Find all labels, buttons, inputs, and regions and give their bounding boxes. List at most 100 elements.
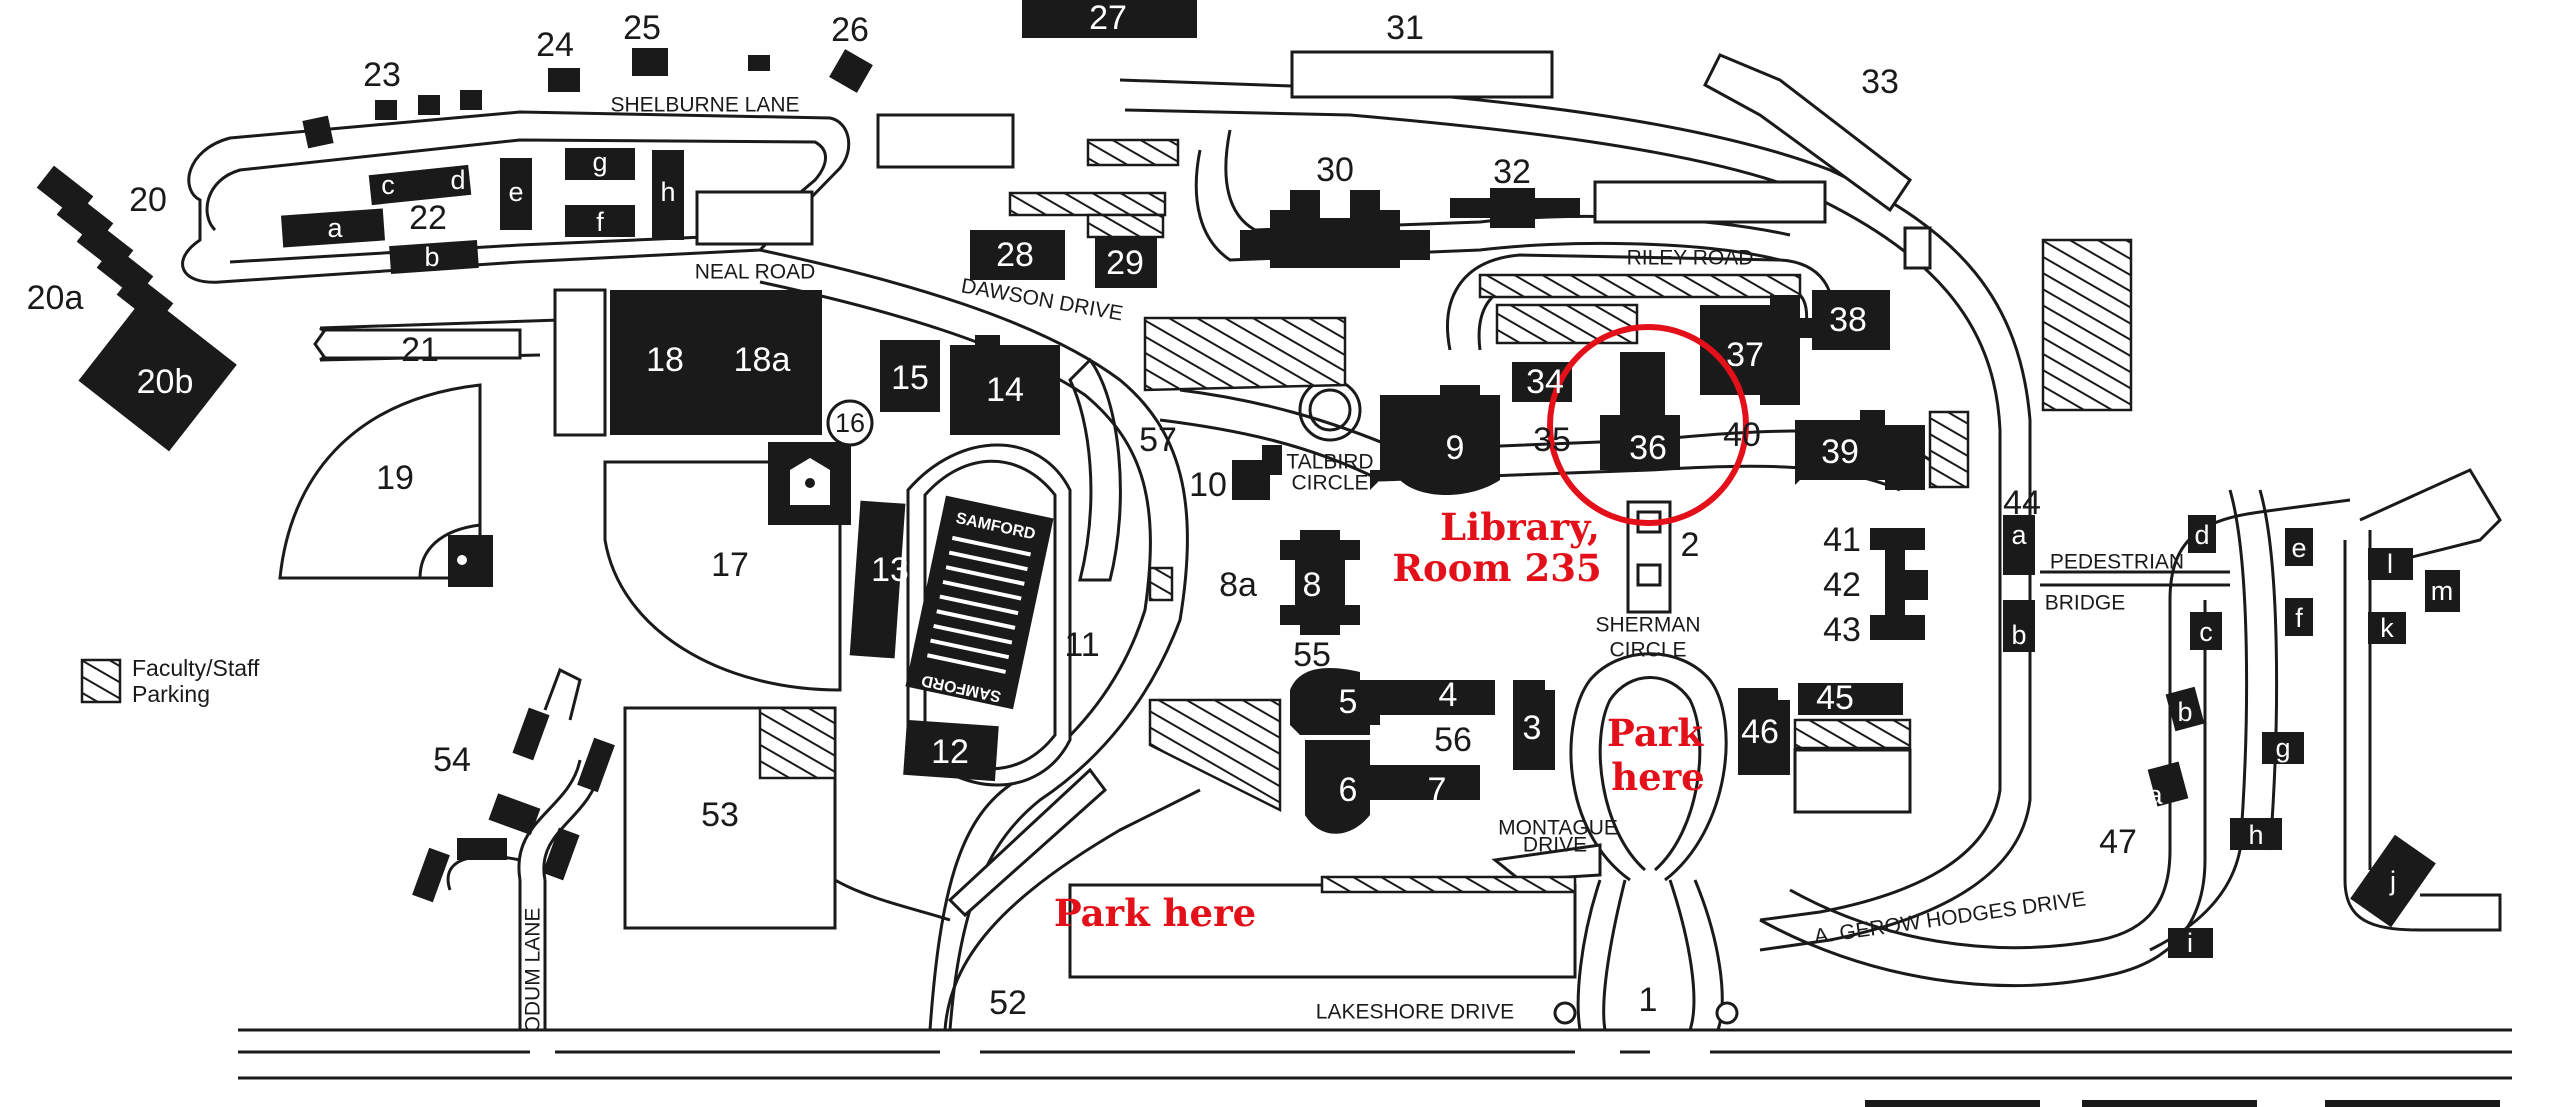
sports-fields: SAMFORD SAMFORD bbox=[278, 383, 1072, 930]
road-sherman-1: SHERMAN bbox=[1595, 614, 1700, 637]
bldg-22-label: 22 bbox=[409, 199, 447, 237]
bldg-39-label: 39 bbox=[1821, 433, 1859, 471]
road-bridge: BRIDGE bbox=[2045, 592, 2126, 615]
bldg-4-label: 4 bbox=[1439, 676, 1458, 714]
annotation-library-line1: Library, bbox=[1440, 505, 1600, 549]
road-shelburne-lane: SHELBURNE LANE bbox=[610, 94, 799, 117]
bldg-57-label: 57 bbox=[1139, 421, 1177, 459]
bldg-20a-label: 20a bbox=[27, 279, 84, 317]
road-pedestrian: PEDESTRIAN bbox=[2050, 551, 2184, 574]
bldg-18-label: 18 bbox=[646, 341, 684, 379]
bldg-7-label: 7 bbox=[1428, 771, 1447, 809]
road-talbird-1: TALBIRD bbox=[1286, 451, 1373, 474]
bldg-47j-label: j bbox=[2389, 866, 2396, 896]
bldg-47e-label: e bbox=[2291, 533, 2306, 563]
bldg-41-label: 41 bbox=[1823, 521, 1861, 559]
bldg-13-label: 13 bbox=[871, 551, 909, 589]
annotation-park-here-mid-line2: here bbox=[1611, 755, 1704, 799]
bldg-56-label: 56 bbox=[1434, 721, 1472, 759]
legend-label-line1: Faculty/Staff bbox=[132, 655, 260, 681]
bldg-33-label: 33 bbox=[1861, 63, 1899, 101]
annotation-park-here-low: Park here bbox=[1054, 891, 1256, 935]
bldg-22b-label: b bbox=[424, 242, 439, 272]
faculty-staff-parking bbox=[1008, 138, 2133, 894]
bldg-40-label: 40 bbox=[1723, 416, 1761, 454]
bldg-26-label: 26 bbox=[831, 11, 869, 49]
annotations: Library, Room 235 Park here Park here bbox=[1054, 505, 1705, 935]
road-montague-1: MONTAGUE bbox=[1498, 817, 1618, 840]
road-odum-lane: ODUM LANE bbox=[522, 908, 545, 1033]
bldg-16-label: 16 bbox=[835, 408, 865, 438]
bldg-47-label: 47 bbox=[2099, 823, 2137, 861]
legend-hatch-swatch bbox=[80, 658, 122, 704]
bldg-22e-label: e bbox=[508, 177, 523, 207]
road-montague-2: DRIVE bbox=[1523, 834, 1587, 857]
bldg-22a-label: a bbox=[327, 213, 343, 243]
bldg-27-label: 27 bbox=[1089, 0, 1127, 37]
building-labels: 1 2 3 4 5 6 7 8 8a 9 10 11 12 13 14 15 1… bbox=[27, 0, 2137, 1022]
bldg-53-label: 53 bbox=[701, 796, 739, 834]
bldg-29-label: 29 bbox=[1106, 244, 1144, 282]
bldg-47h-label: h bbox=[2248, 820, 2263, 850]
bldg-22c-label: c bbox=[381, 170, 395, 200]
road-lakeshore-drive: LAKESHORE DRIVE bbox=[1316, 1001, 1514, 1024]
legend-label-line2: Parking bbox=[132, 681, 210, 707]
road-neal-road: NEAL ROAD bbox=[695, 261, 816, 284]
bldg-1-label: 1 bbox=[1639, 981, 1658, 1019]
bldg-22f-label: f bbox=[596, 207, 604, 237]
bldg-42-label: 42 bbox=[1823, 566, 1861, 604]
bldg-6-label: 6 bbox=[1339, 771, 1358, 809]
library-highlight-circle bbox=[1547, 324, 1749, 526]
bldg-55-label: 55 bbox=[1293, 636, 1331, 674]
bldg-28-label: 28 bbox=[996, 236, 1034, 274]
bldg-38-label: 38 bbox=[1829, 301, 1867, 339]
bldg-47g-label: g bbox=[2275, 733, 2290, 763]
bldg-15-label: 15 bbox=[891, 359, 929, 397]
bldg-37-label: 37 bbox=[1726, 336, 1764, 374]
road-sherman-2: CIRCLE bbox=[1609, 639, 1686, 662]
bldg-19-label: 19 bbox=[376, 459, 414, 497]
bldg-5-label: 5 bbox=[1339, 683, 1358, 721]
bldg-30-label: 30 bbox=[1316, 151, 1354, 189]
bldg-14-label: 14 bbox=[986, 371, 1024, 409]
bldg-46-label: 46 bbox=[1741, 713, 1779, 751]
bldg-32-label: 32 bbox=[1493, 153, 1531, 191]
bldg-44a-label: a bbox=[2011, 520, 2027, 550]
bldg-8-label: 8 bbox=[1303, 566, 1322, 604]
annotation-park-here-mid-line1: Park bbox=[1607, 711, 1704, 755]
bldg-44-label: 44 bbox=[2003, 484, 2041, 522]
bldg-31-label: 31 bbox=[1386, 9, 1424, 47]
bldg-47f-label: f bbox=[2295, 603, 2303, 633]
bldg-45-label: 45 bbox=[1816, 679, 1854, 717]
bldg-20-label: 20 bbox=[129, 181, 167, 219]
outlined-areas bbox=[313, 50, 1932, 979]
annotation-library-line2: Room 235 bbox=[1392, 546, 1601, 590]
bldg-52-label: 52 bbox=[989, 984, 1027, 1022]
bldg-47b-label: b bbox=[2177, 697, 2192, 727]
bldg-22d-label: d bbox=[450, 165, 465, 195]
bldg-47c-label: c bbox=[2199, 617, 2213, 647]
bldg-44b-label: b bbox=[2011, 620, 2026, 650]
bldg-47d-label: d bbox=[2194, 520, 2209, 550]
bldg-36-label: 36 bbox=[1629, 429, 1667, 467]
bldg-24-label: 24 bbox=[536, 26, 574, 64]
bldg-9-label: 9 bbox=[1446, 429, 1465, 467]
bldg-10-label: 10 bbox=[1189, 466, 1227, 504]
bldg-47a-label: a bbox=[2147, 780, 2163, 810]
bldg-3-label: 3 bbox=[1523, 709, 1542, 747]
bldg-21-label: 21 bbox=[401, 331, 439, 369]
bldg-43-label: 43 bbox=[1823, 611, 1861, 649]
bldg-12-label: 12 bbox=[931, 733, 969, 771]
bldg-18a-label: 18a bbox=[734, 341, 791, 379]
bldg-47i-label: i bbox=[2187, 928, 2193, 958]
bldg-20b-label: 20b bbox=[137, 363, 194, 401]
bldg-22g-label: g bbox=[592, 147, 607, 177]
bldg-17-label: 17 bbox=[711, 546, 749, 584]
bldg-2-label: 2 bbox=[1681, 526, 1700, 564]
bldg-8a-label: 8a bbox=[1219, 566, 1257, 604]
bldg-11-label: 11 bbox=[1064, 626, 1099, 664]
bldg-54-label: 54 bbox=[433, 741, 471, 779]
bldg-35-label: 35 bbox=[1533, 421, 1571, 459]
bldg-22h-label: h bbox=[660, 177, 675, 207]
